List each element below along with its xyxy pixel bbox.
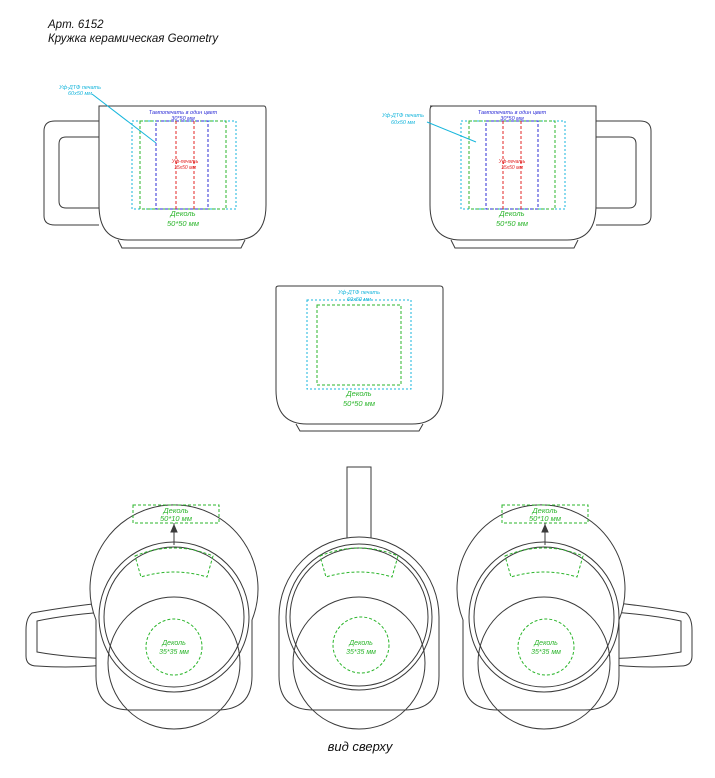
mug-handle xyxy=(43,120,99,226)
rim-decal-callout-box xyxy=(132,504,220,524)
uv-dtf-leader xyxy=(91,93,157,144)
pad-print-area xyxy=(155,120,209,210)
rim-decal-arrow xyxy=(170,523,178,533)
decal-label: Деколь xyxy=(498,209,524,218)
mug-handle xyxy=(597,600,693,668)
uv-dtf-label: Уф-ДТФ печать xyxy=(58,85,101,91)
rim-decal-size: 50*10 мм xyxy=(160,514,192,523)
rim-decal-label: Деколь xyxy=(162,506,188,515)
rim-decal-area xyxy=(134,547,214,578)
top-view-handle-left xyxy=(25,504,259,730)
mug-body-outline xyxy=(98,105,267,241)
bottom-decal-size: 35*35 мм xyxy=(346,649,376,656)
pad-print-label: Тампопечать в один цвет xyxy=(478,110,547,116)
uv-dtf-label: Уф-ДТФ печать xyxy=(381,113,424,119)
pad-print-label: Тампопечать в один цвет xyxy=(149,110,218,116)
article-number: Арт. 6152 xyxy=(48,19,104,31)
bottom-decal-size: 35*35 мм xyxy=(531,649,561,656)
product-name: Кружка керамическая Geometry xyxy=(48,33,219,45)
mug-body-outline xyxy=(275,285,444,425)
mug-handle xyxy=(596,120,652,226)
mug-front-view xyxy=(275,285,444,432)
uv-print-label: Уф-печать xyxy=(499,159,526,165)
uv-dtf-leader xyxy=(426,121,477,143)
decal-size: 50*50 мм xyxy=(167,219,199,228)
uv-print-size: 15х50 мм xyxy=(174,165,196,171)
uv-print-label: Уф-печать xyxy=(172,159,199,165)
rim-decal-arrow xyxy=(541,523,549,533)
decal-label: Деколь xyxy=(345,389,371,398)
mug-bottom xyxy=(292,596,426,730)
uv-dtf-label: Уф-ДТФ печать xyxy=(337,290,380,296)
top-view-handle-right xyxy=(456,504,693,730)
mug-left-handle-view xyxy=(43,105,267,249)
mug-outer-rim xyxy=(278,536,440,711)
decal-label: Деколь xyxy=(169,209,195,218)
uv-dtf-size: 60х50 мм xyxy=(391,120,415,126)
mug-handle-inner xyxy=(596,136,637,209)
bottom-decal-area xyxy=(332,616,390,674)
decal-size: 50*50 мм xyxy=(343,399,375,408)
uv-dtf-area xyxy=(306,299,412,390)
mug-handle-inner xyxy=(597,610,682,660)
mug-foot xyxy=(295,423,424,432)
mug-outer-rim xyxy=(456,504,626,711)
decal-area xyxy=(316,304,402,386)
rim-decal-area xyxy=(319,547,399,578)
rim-decal-label: Деколь xyxy=(531,506,557,515)
mug-handle xyxy=(346,466,372,551)
bottom-decal-size: 35*35 мм xyxy=(159,649,189,656)
mug-body-outline xyxy=(429,105,597,241)
bottom-decal-label: Деколь xyxy=(348,640,373,647)
mug-outer-rim xyxy=(89,504,259,711)
pad-print-size: 30*50 мм xyxy=(171,116,195,122)
mug-foot xyxy=(117,239,246,249)
bottom-decal-area xyxy=(517,618,575,676)
mug-right-handle-view xyxy=(429,105,652,249)
uv-print-size: 15х50 мм xyxy=(501,165,523,171)
mug-opening xyxy=(103,546,245,688)
decal-size: 50*50 мм xyxy=(496,219,528,228)
mug-inner-rim xyxy=(285,543,433,691)
top-view-caption: вид сверху xyxy=(328,739,394,754)
bottom-decal-label: Деколь xyxy=(533,640,558,647)
mug-bottom xyxy=(107,596,241,730)
bottom-decal-label: Деколь xyxy=(161,640,186,647)
top-view-handle-up xyxy=(278,466,440,730)
mug-inner-rim xyxy=(468,541,620,693)
mug-left-print-zones xyxy=(91,93,237,210)
mug-right-print-zones xyxy=(426,120,566,210)
mug-foot xyxy=(450,239,579,249)
pad-print-size: 30*50 мм xyxy=(500,116,524,122)
pad-print-area xyxy=(485,120,539,210)
uv-dtf-size: 60х50 мм xyxy=(68,91,92,97)
rim-decal-size: 50*10 мм xyxy=(529,514,561,523)
mug-handle xyxy=(25,600,121,668)
bottom-decal-area xyxy=(145,618,203,676)
mug-bottom xyxy=(477,596,611,730)
uv-dtf-size: 60х50 мм xyxy=(347,297,371,303)
rim-decal-area xyxy=(504,547,584,578)
mug-opening xyxy=(473,546,615,688)
mug-handle-inner xyxy=(58,136,99,209)
mug-handle-inner xyxy=(36,610,121,660)
